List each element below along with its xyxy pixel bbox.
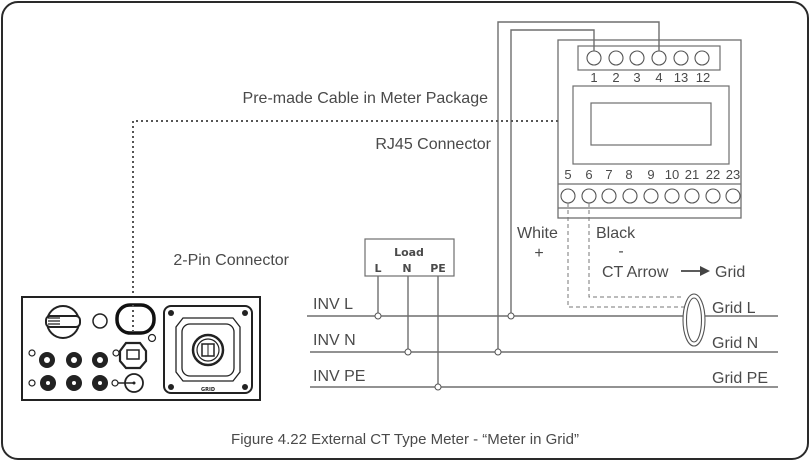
rj45-port-icon [118,341,148,370]
inv-pe-label: INV PE [313,368,365,385]
rj45-connector-label: RJ45 Connector [375,136,491,153]
premade-cable-label: Pre-made Cable in Meter Package [243,90,489,107]
two-pin-connector-icon [115,303,156,335]
ct-clamp [682,293,706,347]
load-terminal-l: L [374,262,381,275]
meter-terminal-13: 13 [674,70,688,85]
inverter-connection-panel: GRID [21,296,261,401]
ct-black-lead [588,203,684,298]
meter-terminal-6: 6 [585,167,592,182]
vent-plug-icon [92,313,108,329]
meter-terminal-7: 7 [605,167,612,182]
load-box: Load L N PE [364,238,455,277]
junction-dots [374,312,515,391]
ac-grid-connector-icon: GRID [163,305,253,394]
meter-terminal-12: 12 [696,70,710,85]
grid-pe-label: Grid PE [712,370,768,387]
load-terminal-pe: PE [430,262,446,275]
ct-arrow-label: CT Arrow [602,264,669,281]
ct-white-polarity: + [534,245,543,262]
two-pin-connector-label: 2-Pin Connector [173,252,289,269]
meter-terminal-1: 1 [590,70,597,85]
grid-n-label: Grid N [712,335,758,352]
meter-terminal-10: 10 [665,167,679,182]
load-title: Load [394,246,424,259]
wire-inv-n-to-terminal-4 [497,21,660,352]
ct-black-polarity: - [618,243,623,260]
meter-terminal-5: 5 [564,167,571,182]
meter-display-frame [572,85,730,165]
premade-rj45-cable [132,120,558,330]
grid-l-label: Grid L [712,300,756,317]
meter-terminal-8: 8 [625,167,632,182]
dc-switch-icon [45,305,81,339]
meter-body [557,39,742,219]
meter-bottom-terminals [560,188,741,204]
meter-terminal-4: 4 [655,70,662,85]
arrow-right-icon [681,266,710,276]
meter-top-terminals [586,50,710,66]
wire-inv-l-to-terminal-1 [510,29,595,316]
meter-terminal-23: 23 [726,167,740,182]
meter-terminal-22: 22 [706,167,720,182]
meter-terminal-2: 2 [612,70,619,85]
antenna-port-icon [118,373,144,393]
pv-connector-icons-row-1 [39,352,108,368]
meter-terminal-21: 21 [685,167,699,182]
meter-display-screen [590,102,712,146]
meter-terminal-9: 9 [647,167,654,182]
inv-l-label: INV L [313,296,353,313]
meter-top-terminal-block [577,45,721,71]
figure-caption: Figure 4.22 External CT Type Meter - “Me… [231,431,579,448]
inv-n-label: INV N [313,332,356,349]
grid-port-label: GRID [201,387,215,393]
meter-terminal-3: 3 [633,70,640,85]
pv-connector-icons-row-2 [40,375,108,391]
energy-meter: 1 2 3 4 13 12 5 6 7 8 9 10 21 22 23 [557,39,742,219]
ct-white-label: White [517,225,558,242]
ct-arrow-grid-label: Grid [715,264,745,281]
load-terminal-n: N [402,262,411,275]
ct-black-label: Black [596,225,636,242]
